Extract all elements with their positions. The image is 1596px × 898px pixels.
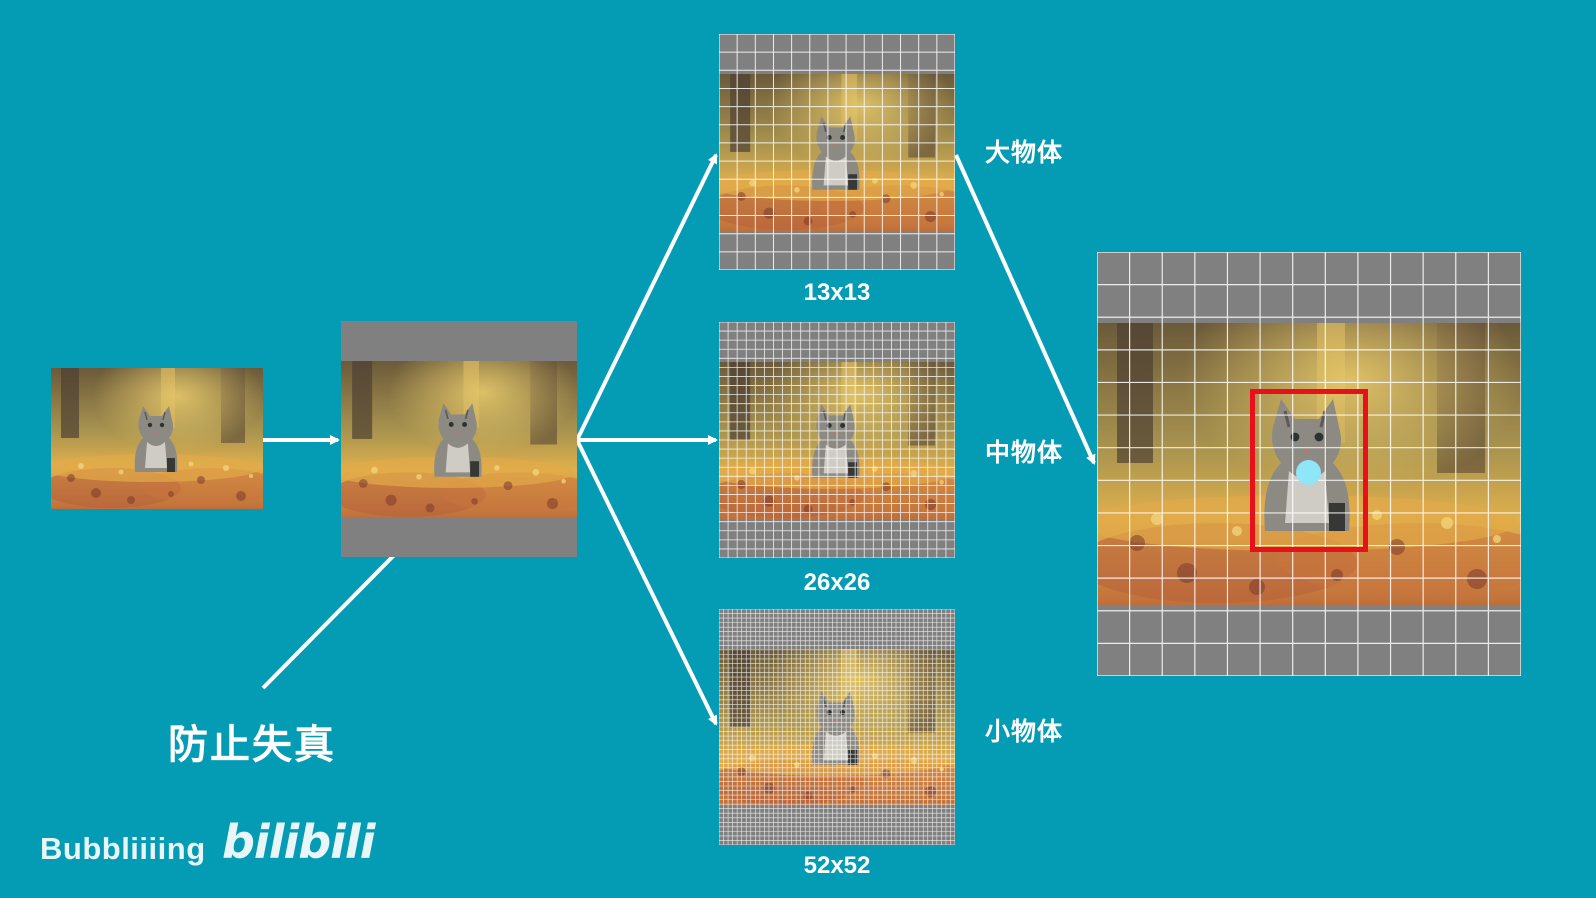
object-center-point [1296, 460, 1321, 485]
size-label-26: 26x26 [803, 569, 871, 596]
grid-lines [1097, 252, 1521, 676]
object-label-small: 小物体 [985, 718, 1064, 746]
arrow-padded-to-13 [575, 153, 718, 441]
object-label-medium: 中物体 [985, 439, 1064, 467]
annotation-prevent-distortion: 防止失真 [168, 723, 336, 767]
arrow-13-to-detection [954, 154, 1096, 465]
bounding-box [1250, 389, 1368, 552]
grid-image-26 [719, 322, 955, 558]
bilibili-logo: bilibili [222, 815, 375, 869]
grid-image-52 [719, 609, 955, 845]
bilibili-logo-text: bilibili [222, 815, 375, 869]
object-label-large: 大物体 [985, 139, 1064, 167]
grid-image-13 [719, 34, 955, 270]
original-image [51, 368, 263, 509]
watermark-author: Bubbliiiing [40, 831, 206, 866]
padded-image [341, 321, 577, 557]
arrow-annotation-to-padded [261, 535, 414, 690]
arrow-padded-to-52 [575, 439, 718, 726]
grid-lines [719, 322, 955, 558]
size-label-13: 13x13 [803, 279, 871, 306]
grid-lines [719, 609, 955, 845]
grid-lines [719, 34, 955, 270]
size-label-52: 52x52 [803, 852, 871, 879]
